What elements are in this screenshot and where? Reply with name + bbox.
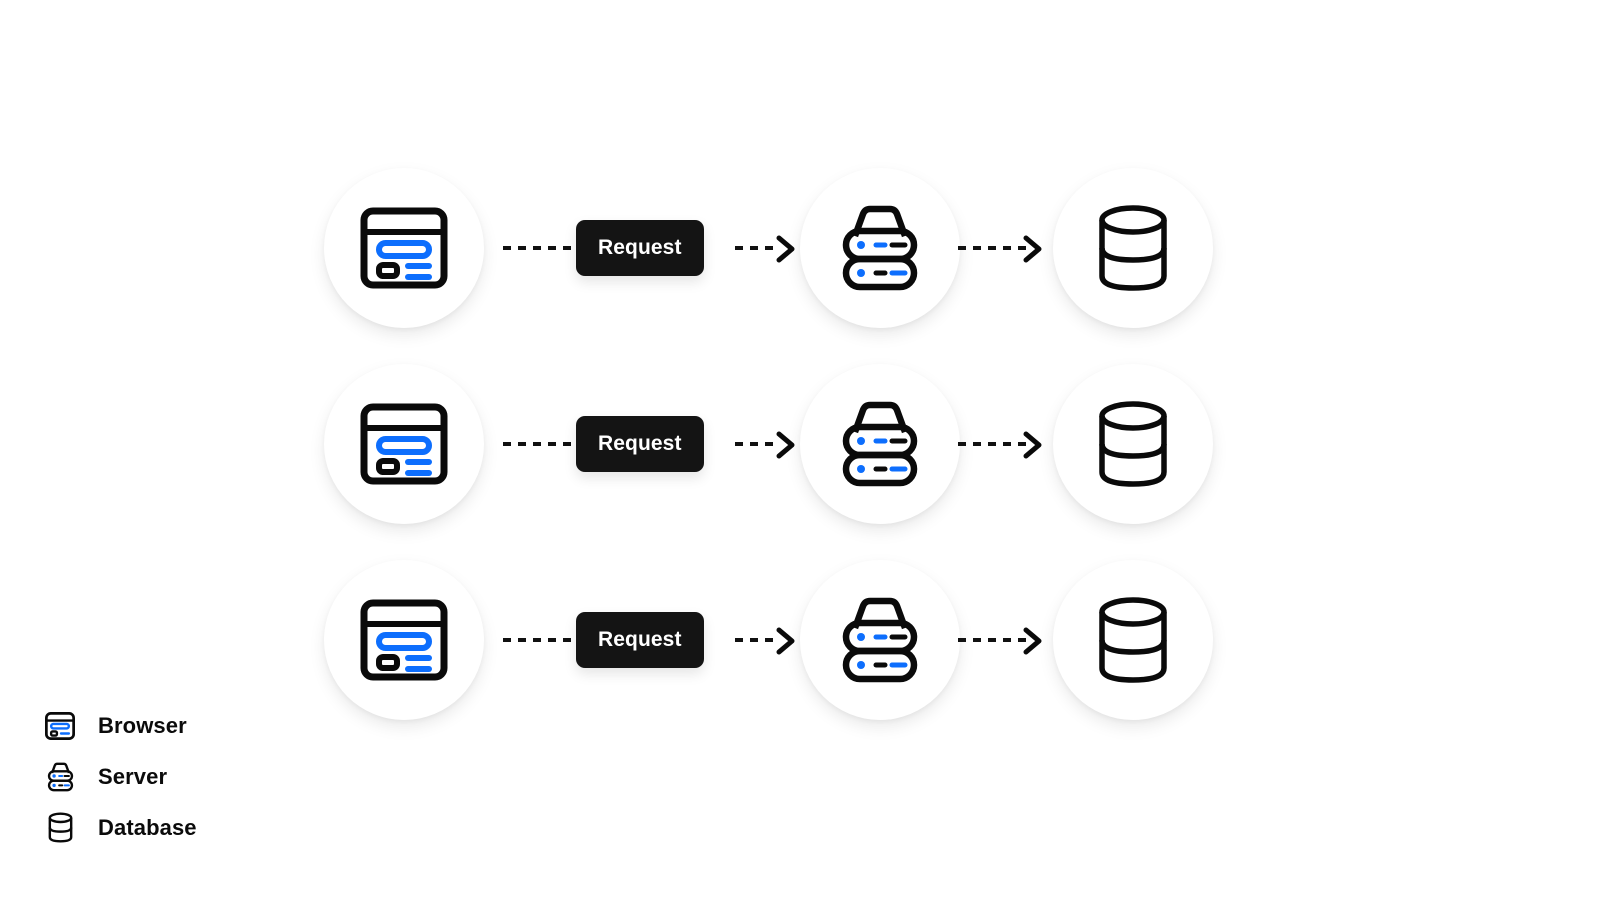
flow-row: Request <box>0 542 1600 742</box>
chevron-right-icon <box>1020 234 1046 269</box>
edge-browser-to-server: Request <box>503 612 803 668</box>
browser-icon <box>360 403 448 485</box>
chevron-right-icon <box>773 234 799 269</box>
legend: Browser Server <box>43 700 363 853</box>
database-node[interactable] <box>1053 364 1213 524</box>
dashed-line-segment <box>503 638 581 642</box>
chevron-right-icon <box>773 626 799 661</box>
database-icon <box>1094 399 1172 489</box>
database-icon <box>1094 203 1172 293</box>
chevron-right-icon <box>773 430 799 465</box>
legend-label: Browser <box>98 712 187 738</box>
browser-icon <box>360 207 448 289</box>
database-icon <box>1094 595 1172 685</box>
server-icon <box>834 596 926 684</box>
browser-node[interactable] <box>324 168 484 328</box>
flow-row: Request <box>0 150 1600 350</box>
edge-server-to-database <box>958 228 1068 268</box>
legend-item-database: Database <box>43 802 363 853</box>
dashed-line-segment <box>503 442 581 446</box>
chevron-right-icon <box>1020 626 1046 661</box>
server-icon <box>43 760 77 794</box>
database-icon <box>43 811 77 845</box>
legend-label: Server <box>98 763 168 789</box>
browser-icon <box>360 599 448 681</box>
request-badge[interactable]: Request <box>576 612 704 668</box>
server-icon <box>834 400 926 488</box>
dashed-line-segment <box>735 246 777 250</box>
database-node[interactable] <box>1053 560 1213 720</box>
server-node[interactable] <box>800 168 960 328</box>
legend-label: Database <box>98 814 197 840</box>
database-node[interactable] <box>1053 168 1213 328</box>
dashed-line-segment <box>958 638 1026 642</box>
legend-item-server: Server <box>43 751 363 802</box>
browser-node[interactable] <box>324 364 484 524</box>
edge-browser-to-server: Request <box>503 220 803 276</box>
dashed-line-segment <box>503 246 581 250</box>
edge-server-to-database <box>958 620 1068 660</box>
dashed-line-segment <box>735 442 777 446</box>
dashed-line-segment <box>735 638 777 642</box>
browser-icon <box>43 709 77 743</box>
flow-row: Request <box>0 346 1600 546</box>
dashed-line-segment <box>958 442 1026 446</box>
edge-server-to-database <box>958 424 1068 464</box>
server-icon <box>834 204 926 292</box>
server-node[interactable] <box>800 560 960 720</box>
legend-item-browser: Browser <box>43 700 363 751</box>
browser-node[interactable] <box>324 560 484 720</box>
server-node[interactable] <box>800 364 960 524</box>
request-badge[interactable]: Request <box>576 416 704 472</box>
dashed-line-segment <box>958 246 1026 250</box>
request-badge[interactable]: Request <box>576 220 704 276</box>
edge-browser-to-server: Request <box>503 416 803 472</box>
chevron-right-icon <box>1020 430 1046 465</box>
